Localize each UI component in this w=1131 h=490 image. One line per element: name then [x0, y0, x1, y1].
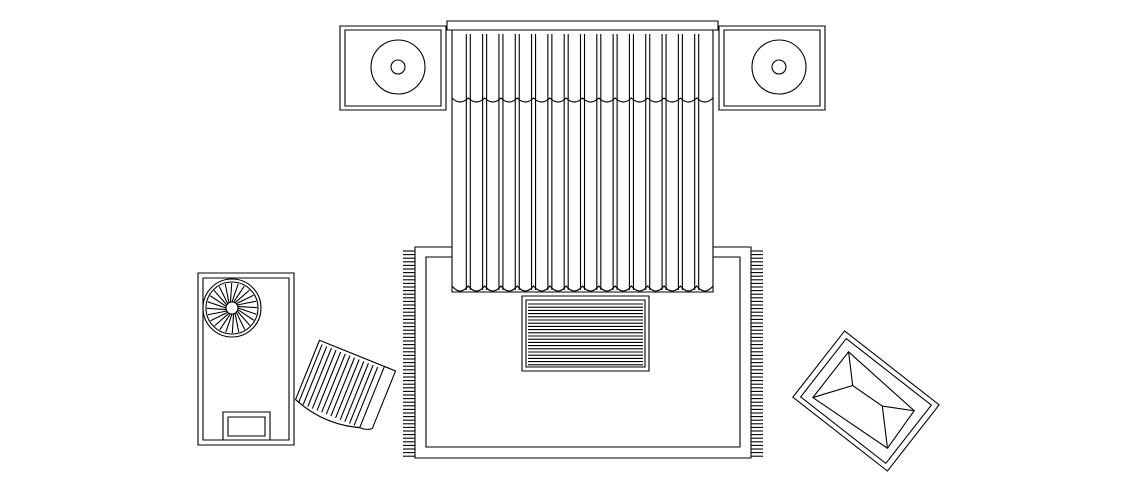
chair-slat-line: [312, 350, 336, 408]
fan-blade-line: [236, 312, 245, 329]
fan-blade-line: [235, 290, 249, 303]
rug-fringe-left: [403, 251, 415, 456]
chair-slat-line: [331, 358, 355, 416]
bed-frame: [452, 30, 713, 292]
chair-slat-line: [345, 363, 369, 421]
fan-blade-line: [238, 306, 257, 307]
lamp-left-icon: [371, 40, 425, 94]
fan-blade-line: [230, 283, 231, 302]
fan-blade-line: [235, 313, 239, 332]
chair-slat-line: [308, 348, 332, 406]
nightstand-right: [719, 26, 825, 110]
chair-slat-line: [349, 365, 373, 423]
bed-foot-edge: [452, 286, 713, 291]
pillow-edge: [452, 98, 713, 102]
fan-blade-line: [220, 314, 231, 330]
fan-blade-line: [214, 291, 227, 305]
armchair: [793, 331, 939, 471]
fan-blade-line: [226, 314, 232, 332]
bed-headboard: [447, 21, 718, 30]
fan-blade-line: [237, 301, 256, 305]
chair-slat-line: [298, 345, 322, 403]
bench-slats: [528, 304, 643, 365]
chair-slat-line: [303, 346, 327, 404]
desk-drawer: [223, 412, 270, 440]
chair-slat-line: [326, 356, 350, 414]
bed-cover-pleats: [466, 34, 698, 290]
fan-blade-line: [210, 296, 226, 307]
fan-blade-line: [238, 310, 254, 321]
chair-slat-line: [340, 361, 364, 419]
fan-blade-line: [210, 312, 227, 321]
fan-blade-line: [232, 284, 238, 302]
fan-blade-line: [215, 313, 229, 326]
lamp-right-icon: [752, 40, 806, 94]
rug-fringe-right: [751, 251, 763, 456]
fan-blade-line: [232, 314, 233, 333]
fan-blade-line: [219, 286, 228, 303]
rug: [403, 247, 763, 458]
fan-blade-line: [236, 295, 253, 304]
chair-slat-line: [336, 360, 360, 418]
fan-blade-line: [234, 286, 245, 302]
lounge-chair: [293, 340, 396, 437]
chair-slat-line: [354, 367, 378, 425]
nightstand-left: [340, 26, 446, 110]
fan-icon: [203, 279, 261, 337]
fan-blade-line: [208, 311, 227, 315]
bed-bench: [522, 296, 649, 371]
bed: [447, 21, 718, 292]
chair-slat-line: [317, 352, 341, 410]
fan-blade-line: [208, 302, 226, 308]
fan-blade-line: [207, 308, 226, 309]
chair-slat-line: [322, 354, 346, 412]
fan-blade-line: [238, 308, 256, 314]
desk: [198, 273, 294, 445]
fan-blade-line: [225, 284, 229, 303]
fan-blade-line: [237, 311, 250, 325]
